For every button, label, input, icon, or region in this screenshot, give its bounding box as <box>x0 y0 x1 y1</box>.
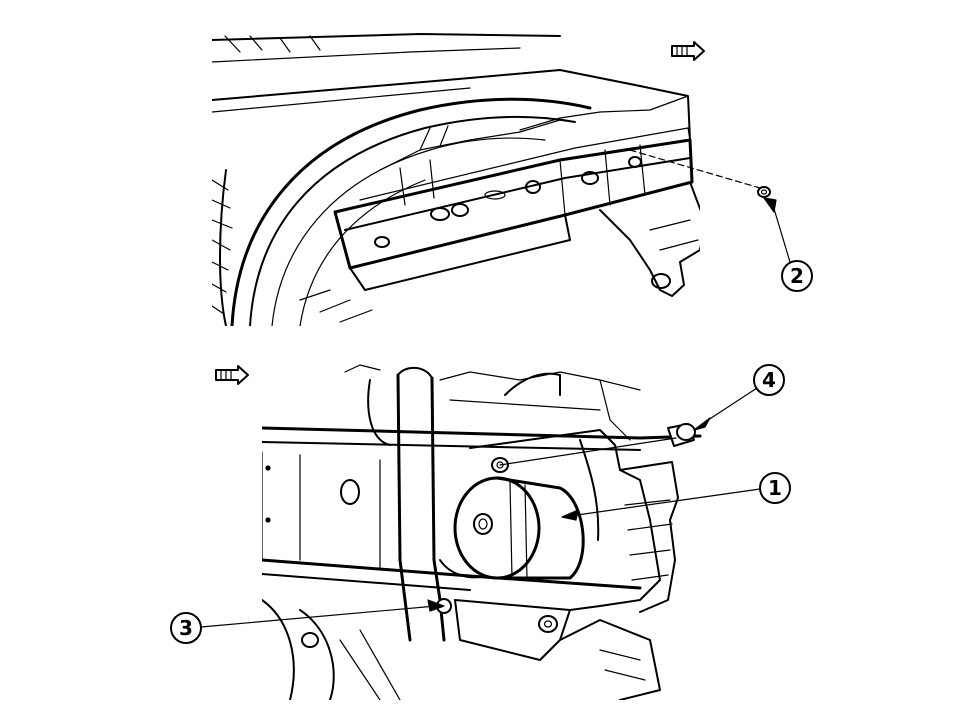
front-direction-arrow-icon <box>215 365 249 385</box>
callout-1: 1 <box>561 472 791 521</box>
callout-3: 3 <box>170 599 445 644</box>
callout-2-label: 2 <box>790 264 804 288</box>
callout-3-label: 3 <box>179 616 193 640</box>
front-direction-arrow-icon <box>671 41 705 61</box>
bottom-view-actuator-assembly <box>262 364 702 700</box>
callout-4: 4 <box>693 364 785 431</box>
bolt-part-4 <box>667 423 696 447</box>
callout-2: 2 <box>763 197 813 292</box>
callout-1-label: 1 <box>768 476 782 500</box>
top-view-frame-rail <box>212 33 771 326</box>
callout-4-label: 4 <box>762 368 776 392</box>
nut-part-2 <box>757 186 771 198</box>
